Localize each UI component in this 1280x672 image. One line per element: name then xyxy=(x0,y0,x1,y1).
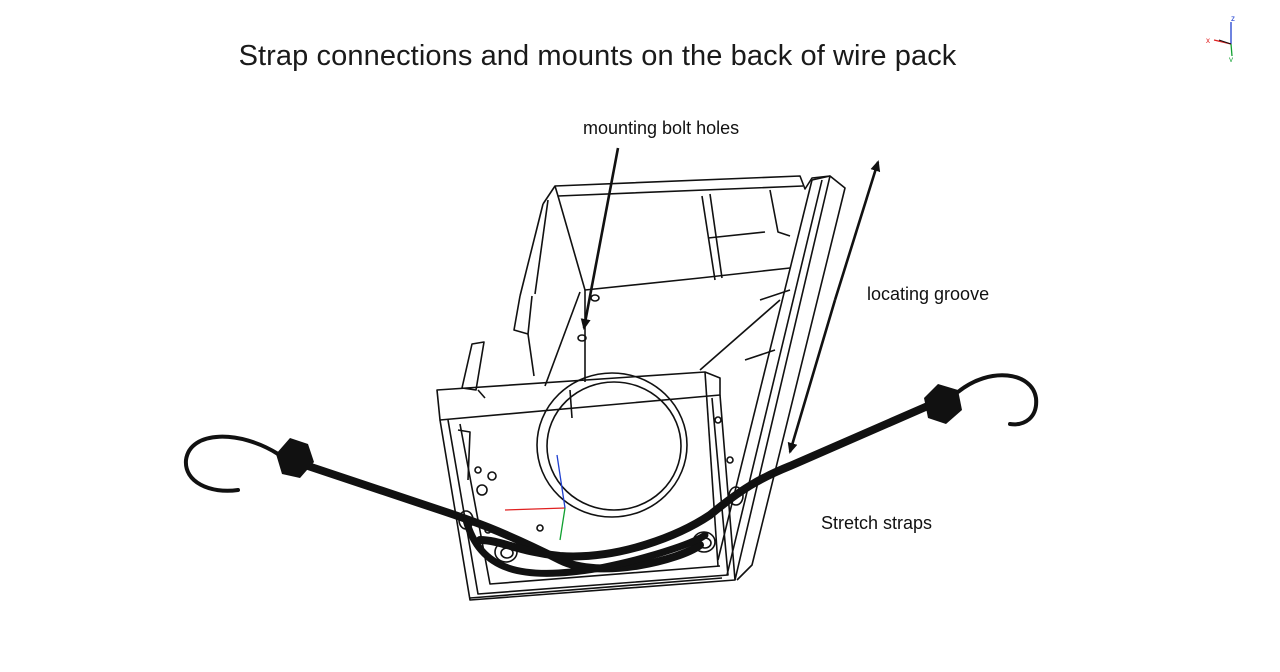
hook-right-icon xyxy=(956,373,1039,427)
diagram-title: Strap connections and mounts on the back… xyxy=(238,40,957,72)
groove-arrow-up xyxy=(833,160,881,301)
hook-left-icon xyxy=(183,434,280,493)
stretch-strap-right xyxy=(476,373,1039,561)
bolt-holes-arrow xyxy=(580,147,620,330)
strap-end-cap-left xyxy=(276,438,314,478)
bracket-floor xyxy=(544,291,781,387)
stretch-straps-label: Stretch straps xyxy=(821,513,933,533)
axis-x-label: x xyxy=(1206,36,1210,45)
bolt-hole-lower xyxy=(577,334,587,342)
groove-arrow-down xyxy=(787,299,837,454)
internal-axes xyxy=(504,454,566,541)
axis-triad-icon: z x y xyxy=(1206,14,1235,62)
bolt-hole-upper xyxy=(590,294,600,302)
center-bore xyxy=(536,372,688,518)
locating-groove-label: locating groove xyxy=(867,284,990,304)
bracket-back-wall xyxy=(519,175,831,382)
axis-z-label: z xyxy=(1231,14,1235,23)
axis-y-label: y xyxy=(1229,55,1233,62)
callout-arrows xyxy=(580,147,881,454)
left-flanges xyxy=(461,199,549,399)
strap-end-cap-right xyxy=(924,384,962,424)
front-frame xyxy=(436,371,744,601)
mounting-bolt-holes-label: mounting bolt holes xyxy=(583,118,740,138)
